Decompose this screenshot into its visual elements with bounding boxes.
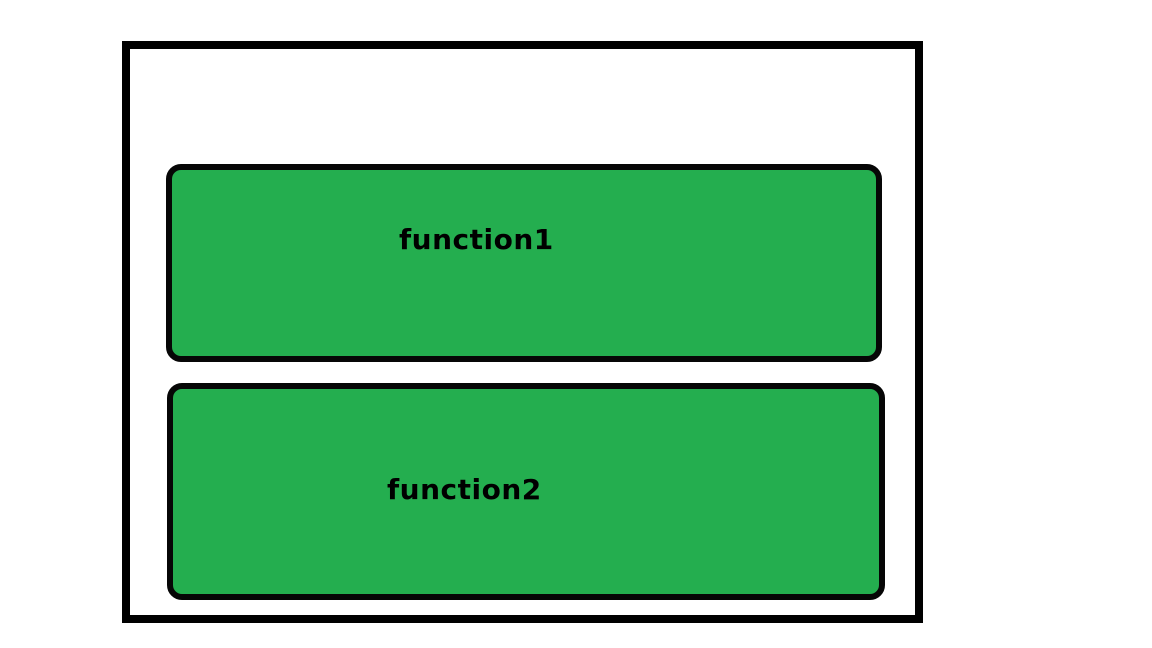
- function1-box: function1: [166, 164, 882, 362]
- outer-container-box: function1 function2: [122, 41, 923, 623]
- function2-box: function2: [167, 383, 885, 600]
- function2-label: function2: [387, 473, 542, 506]
- function1-label: function1: [399, 223, 554, 256]
